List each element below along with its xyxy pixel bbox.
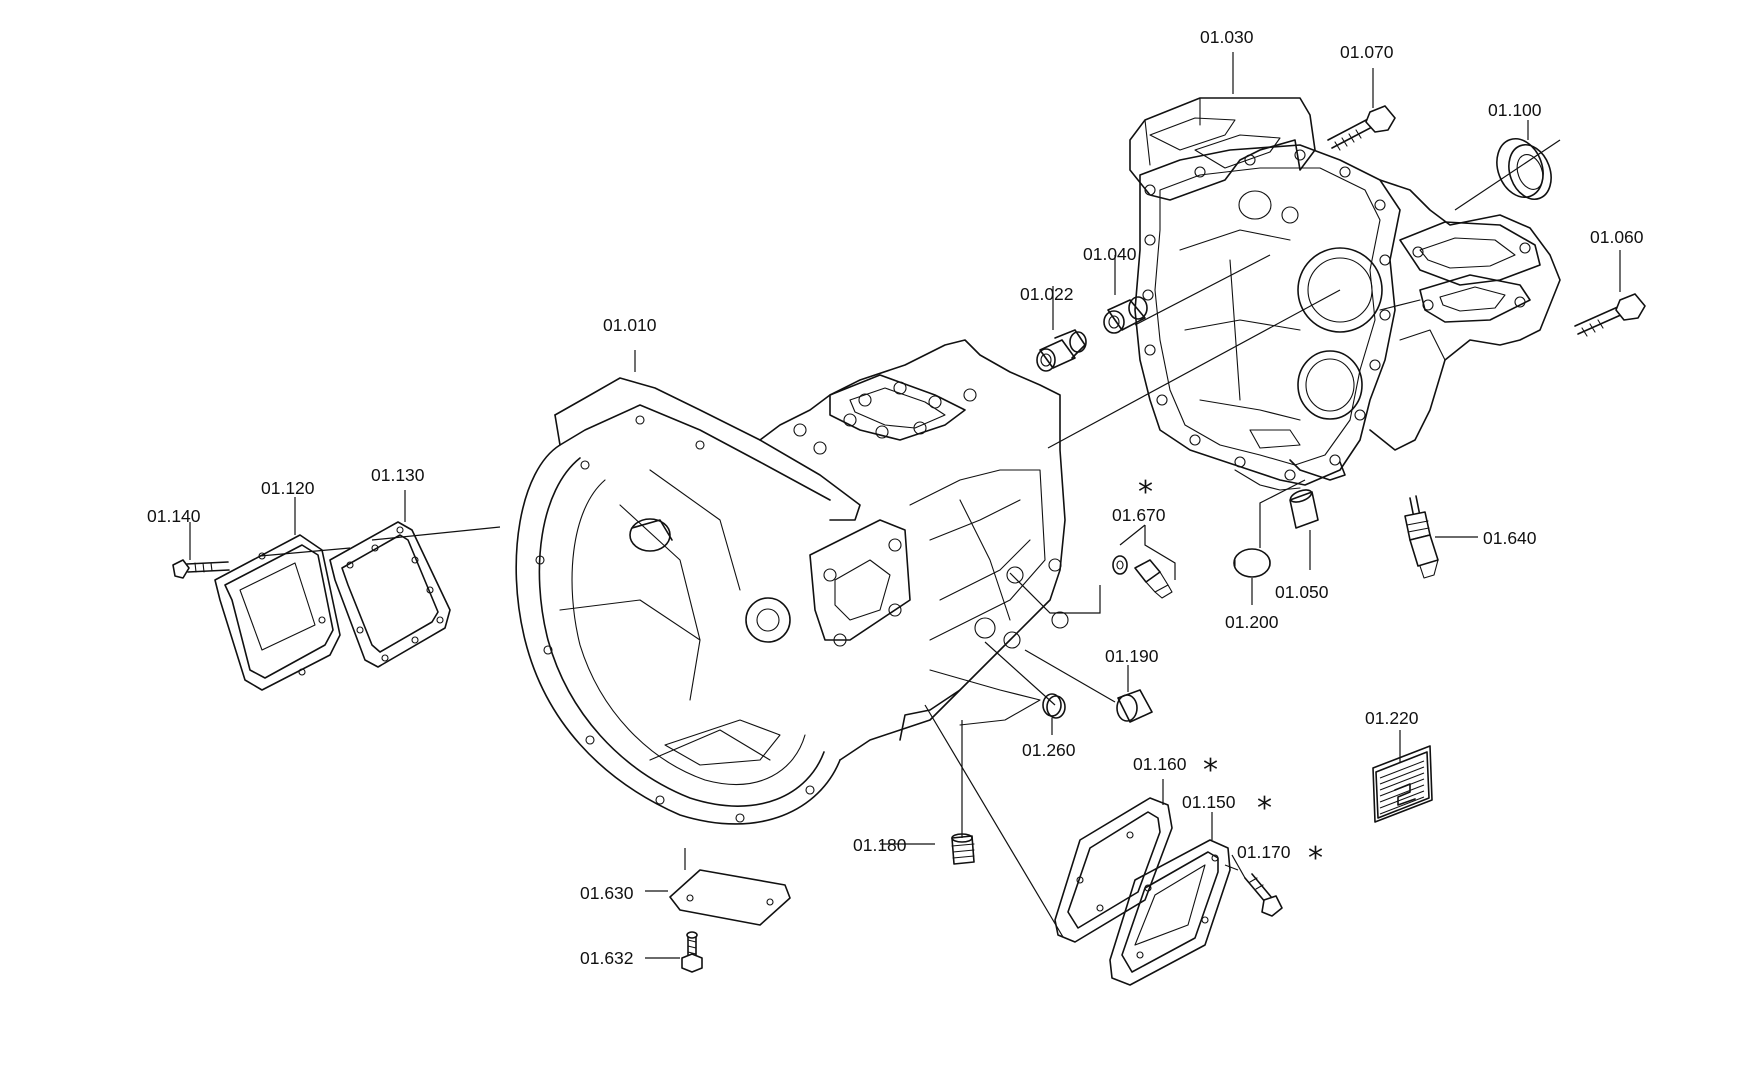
label-01630: 01.630 (580, 883, 634, 903)
label-01200: 01.200 (1225, 612, 1279, 632)
label-01120: 01.120 (261, 478, 315, 498)
gasket-part-01150 (1109, 839, 1231, 986)
label-01160: 01.160 (1133, 754, 1187, 774)
clutch-housing-part (515, 339, 1069, 825)
label-01632: 01.632 (580, 948, 634, 968)
label-01030: 01.030 (1200, 27, 1254, 47)
cover-part-01120 (214, 534, 341, 691)
sealing-ring-part (1042, 693, 1066, 719)
cover-part-01160 (1054, 797, 1173, 943)
gasket-part-01130 (329, 521, 451, 668)
bolt-part-01060 (1574, 293, 1646, 337)
label-01040: 01.040 (1083, 244, 1137, 264)
label-01060: 01.060 (1590, 227, 1644, 247)
label-01180: 01.180 (853, 835, 907, 855)
asterisk-mark-01160: * (1203, 753, 1218, 788)
label-01022: 01.022 (1020, 284, 1074, 304)
rear-housing-part (1129, 97, 1561, 491)
breather-part (951, 833, 975, 865)
bolt-part-01632 (681, 931, 703, 973)
bolt-part-01140 (172, 559, 230, 579)
part-labels: 01.010 01.022 01.030 01.040 01.050 01.06… (147, 27, 1644, 968)
label-01220: 01.220 (1365, 708, 1419, 728)
bolt-part-01070 (1327, 105, 1396, 151)
sender-part (1112, 555, 1173, 599)
asterisk-mark-01170: * (1308, 841, 1323, 876)
dowel-pin-part (1289, 489, 1319, 529)
bolt-part-01170 (1244, 873, 1283, 917)
label-01150: 01.150 (1182, 792, 1236, 812)
switch-part (1404, 495, 1439, 579)
cover-plate-part (669, 869, 791, 926)
label-01190: 01.190 (1105, 646, 1159, 666)
roller-bearing-part (1103, 296, 1148, 334)
drain-plug-part (1116, 689, 1153, 723)
label-01170: 01.170 (1237, 842, 1291, 862)
nameplate-part (1372, 745, 1433, 823)
label-01140: 01.140 (147, 506, 201, 526)
needle-bearing-part (1036, 329, 1087, 372)
label-01130: 01.130 (371, 465, 425, 485)
label-01010: 01.010 (603, 315, 657, 335)
seal-ring-part (1496, 138, 1552, 200)
label-01640: 01.640 (1483, 528, 1537, 548)
label-01050: 01.050 (1275, 582, 1329, 602)
label-01670: 01.670 (1112, 505, 1166, 525)
label-01070: 01.070 (1340, 42, 1394, 62)
asterisk-mark-01670: * (1138, 475, 1153, 510)
label-01100: 01.100 (1488, 100, 1542, 120)
asterisk-mark-01150: * (1257, 791, 1272, 826)
label-01260: 01.260 (1022, 740, 1076, 760)
leader-lines (189, 52, 1621, 959)
plug-disc-part (1233, 548, 1271, 578)
